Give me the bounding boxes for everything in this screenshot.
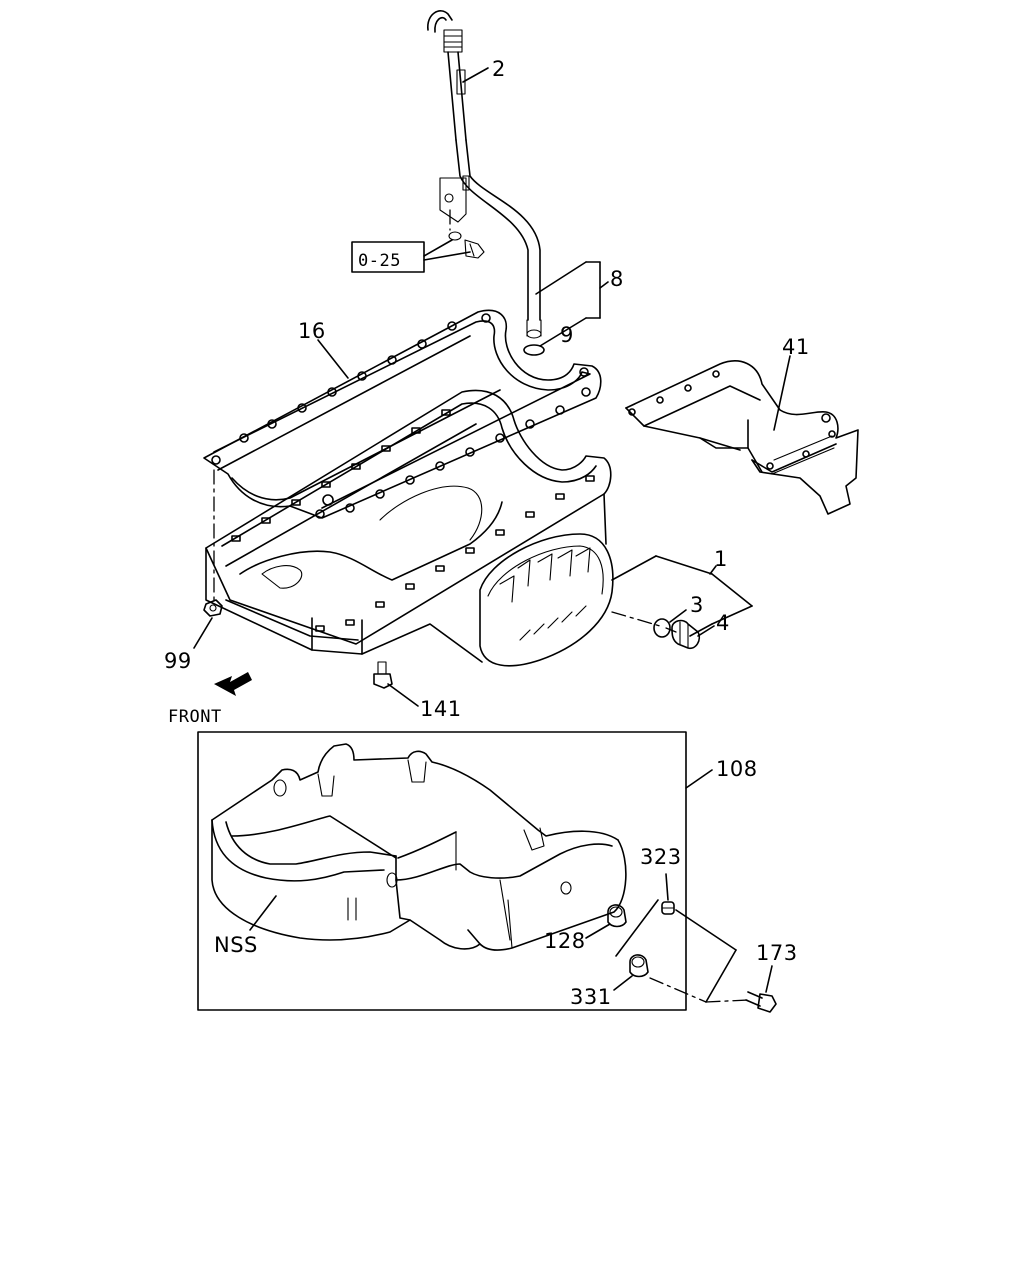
leader-128 <box>585 923 611 939</box>
label-part-323: 323 <box>640 845 682 869</box>
arrow-down-left-icon <box>214 672 252 696</box>
bracket-1-3-4 <box>611 555 753 637</box>
part-323 <box>661 901 675 915</box>
leader-3 <box>669 609 687 623</box>
washer-3 <box>653 618 671 638</box>
label-part-99: 99 <box>164 649 192 673</box>
label-part-108: 108 <box>716 757 758 781</box>
leader-2 <box>462 67 489 83</box>
label-part-2: 2 <box>492 57 506 81</box>
label-part-9: 9 <box>560 323 574 347</box>
leader-4 <box>697 625 715 637</box>
grommet-99 <box>203 599 223 617</box>
bracket-8-9 <box>535 261 609 347</box>
label-part-141: 141 <box>420 697 462 721</box>
label-front: FRONT <box>168 707 222 727</box>
oil-pan-gasket <box>203 309 602 519</box>
oil-pan-adapter-41 <box>625 360 859 515</box>
part-331 <box>629 954 649 978</box>
leader-41 <box>773 355 791 431</box>
leader-16 <box>317 339 349 379</box>
label-part-4: 4 <box>716 611 730 635</box>
label-part-331: 331 <box>570 985 612 1009</box>
bolt-141 <box>373 661 393 689</box>
bracket-323-331-173 <box>615 899 749 1003</box>
dipstick-guide-tube <box>427 10 545 356</box>
plug-128 <box>607 904 627 928</box>
lower-oil-pan-nss <box>211 743 627 951</box>
leader-141 <box>387 683 419 707</box>
label-part-3: 3 <box>690 593 704 617</box>
ref-box-frame <box>351 241 425 273</box>
leader-108 <box>685 769 713 789</box>
bolt-173 <box>745 991 777 1013</box>
label-part-1: 1 <box>714 547 728 571</box>
leader-ref-box-b <box>423 251 471 261</box>
leader-nss <box>249 895 277 931</box>
upper-oil-pan <box>205 389 612 663</box>
drain-plug-4 <box>671 619 701 650</box>
label-part-41: 41 <box>782 335 810 359</box>
label-part-8: 8 <box>610 267 624 291</box>
label-part-173: 173 <box>756 941 798 965</box>
leader-99 <box>193 617 213 649</box>
label-part-nss: NSS <box>214 933 258 957</box>
part-108-frame <box>197 731 687 1011</box>
label-part-128: 128 <box>544 929 586 953</box>
leader-331 <box>613 975 633 991</box>
label-part-16: 16 <box>298 319 326 343</box>
leader-173 <box>765 965 773 993</box>
leader-323 <box>665 873 669 901</box>
label-ref-box: 0-25 <box>358 251 401 271</box>
oil-pan-sump-cover <box>479 533 614 667</box>
leader-ref-box-a <box>423 239 453 257</box>
